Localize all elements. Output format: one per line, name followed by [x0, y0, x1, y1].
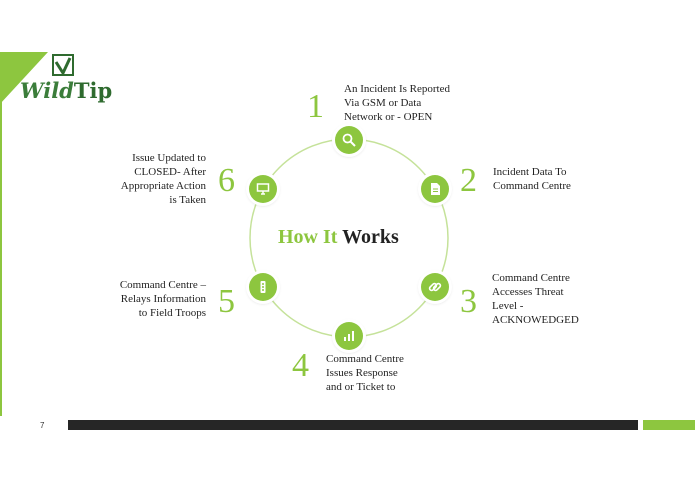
step-1-number: 1 [307, 88, 324, 125]
diagram-title: How It Works [278, 226, 399, 249]
step-4-node [335, 322, 363, 350]
title-part1: How It [278, 226, 338, 248]
step-1-text: An Incident Is Reported Via GSM or Data … [344, 82, 450, 124]
step-1-node [335, 126, 363, 154]
step-6-number: 6 [218, 162, 235, 199]
title-part2: Works [342, 226, 399, 248]
step-2-text: Incident Data To Command Centre [493, 165, 571, 193]
link-icon [428, 282, 442, 292]
step-6-line: Issue Updated to [132, 152, 206, 164]
search-icon [342, 133, 356, 147]
traffic-light-icon [260, 281, 266, 293]
step-5-line: Command Centre – [119, 279, 206, 291]
step-5-text: Command Centre – Relays Information to F… [100, 278, 206, 320]
step-3-node [421, 273, 449, 301]
footer-bar-green [643, 420, 695, 430]
footer-bar-dark [68, 420, 638, 430]
logo: WildTip [20, 54, 112, 110]
step-4-line: Command Centre [326, 353, 404, 365]
step-4-text: Command Centre Issues Response and or Ti… [326, 352, 404, 394]
presentation-icon [256, 183, 270, 195]
step-5-line: Relays Information [120, 293, 206, 305]
left-edge-accent [0, 52, 2, 416]
step-5-number: 5 [218, 283, 235, 320]
bar-chart-icon [344, 331, 354, 341]
step-3-line: Command Centre [492, 272, 570, 284]
step-1-line: Via GSM or Data [344, 97, 422, 109]
step-6-text: Issue Updated to CLOSED- After Appropria… [100, 151, 206, 207]
step-2-number: 2 [460, 162, 477, 199]
step-4-line: and or Ticket to [326, 381, 396, 393]
step-3-line: ACKNOWEDGED [492, 314, 579, 326]
logo-text: WildTip [20, 78, 112, 103]
step-2-line: Incident Data To [493, 166, 567, 178]
step-3-line: Level - [492, 300, 524, 312]
logo-word-wild: Wild [20, 78, 74, 103]
step-5-node [249, 273, 277, 301]
logo-check-icon [52, 54, 74, 76]
step-4-line: Issues Response [326, 367, 398, 379]
step-5-line: to Field Troops [138, 307, 206, 319]
step-1-line: An Incident Is Reported [344, 83, 450, 95]
step-3-number: 3 [460, 283, 477, 320]
corner-accent [0, 52, 48, 104]
step-3-text: Command Centre Accesses Threat Level - A… [492, 271, 579, 327]
step-6-line: is Taken [169, 194, 206, 206]
step-6-line: Appropriate Action [120, 180, 206, 192]
step-1-line: Network or - OPEN [344, 111, 433, 123]
step-2-node [421, 175, 449, 203]
step-6-line: CLOSED- After [134, 166, 206, 178]
logo-word-tip: Tip [73, 78, 113, 103]
step-3-line: Accesses Threat [492, 286, 564, 298]
page-number: 7 [40, 421, 45, 430]
document-icon [431, 183, 440, 195]
step-6-node [249, 175, 277, 203]
step-4-number: 4 [292, 347, 309, 384]
step-2-line: Command Centre [493, 180, 571, 192]
